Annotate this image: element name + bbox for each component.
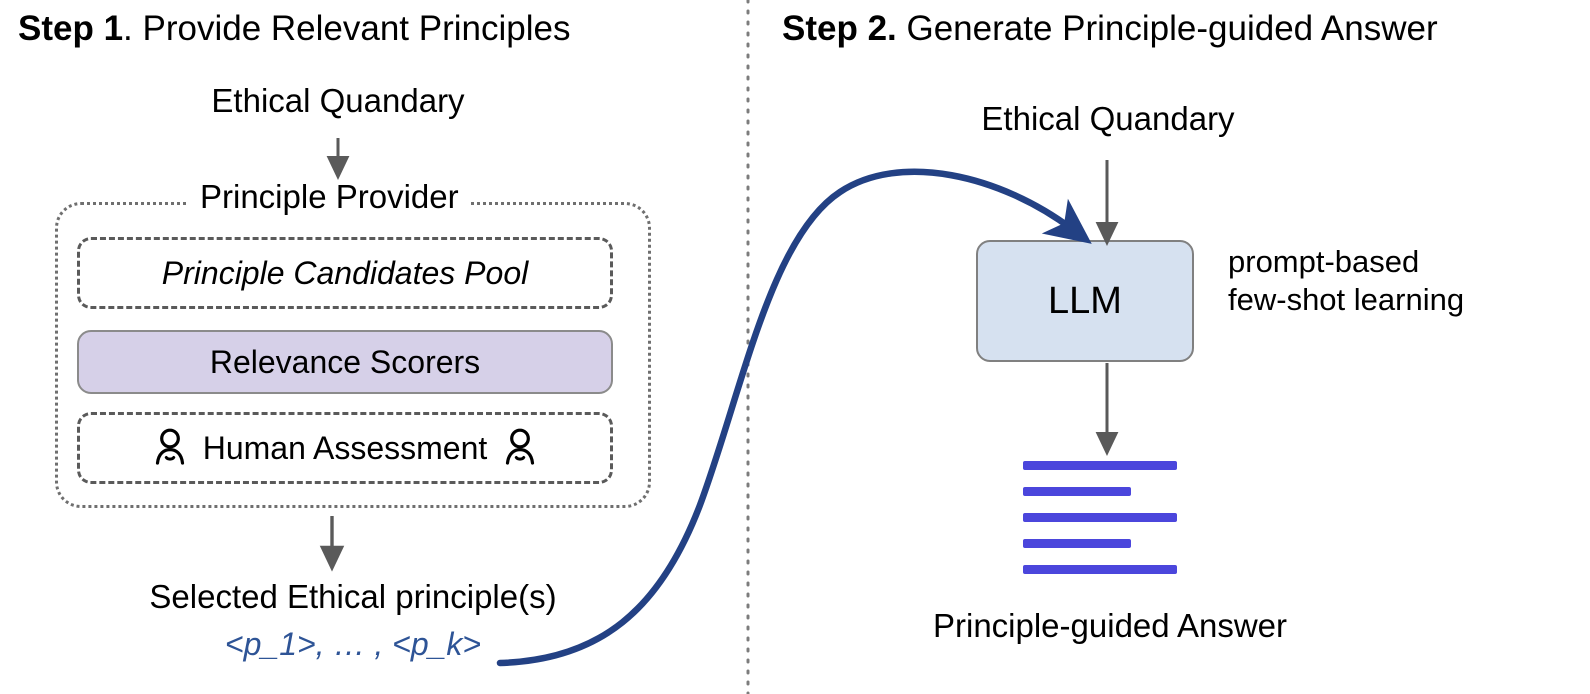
prompt-annotation-line1: prompt-based bbox=[1228, 244, 1420, 279]
human-assessment-box: Human Assessment bbox=[77, 412, 613, 484]
answer-line bbox=[1023, 539, 1131, 548]
step2-input-label: Ethical Quandary bbox=[981, 100, 1235, 137]
llm-box: LLM bbox=[976, 240, 1194, 362]
step2-heading-text: Generate Principle-guided Answer bbox=[896, 9, 1438, 48]
human-assessment-label: Human Assessment bbox=[202, 429, 488, 466]
step1-heading: Step 1. Provide Relevant Principles bbox=[18, 9, 571, 49]
answer-line bbox=[1023, 487, 1131, 496]
principle-candidates-pool-label: Principle Candidates Pool bbox=[161, 254, 529, 291]
answer-line bbox=[1023, 513, 1177, 522]
step2-output-label: Principle-guided Answer bbox=[932, 607, 1288, 644]
step2-heading: Step 2. Generate Principle-guided Answer bbox=[782, 9, 1438, 49]
relevance-scorers-label: Relevance Scorers bbox=[209, 343, 481, 380]
prompt-annotation-line2: few-shot learning bbox=[1228, 281, 1465, 317]
prompt-annotation: prompt-based few-shot learning bbox=[1228, 243, 1558, 319]
step2-heading-number: Step 2. bbox=[782, 9, 897, 48]
relevance-scorers-box: Relevance Scorers bbox=[77, 330, 613, 394]
step1-heading-text: . Provide Relevant Principles bbox=[123, 9, 571, 48]
person-icon-right bbox=[503, 426, 537, 471]
step1-input-label: Ethical Quandary bbox=[211, 82, 465, 119]
principle-guided-answer-lines bbox=[1023, 461, 1177, 574]
person-icon-left bbox=[153, 426, 187, 471]
principle-provider-caption: Principle Provider bbox=[188, 178, 471, 216]
answer-line bbox=[1023, 461, 1177, 470]
answer-line bbox=[1023, 565, 1177, 574]
step1-output-principles: <p_1>, … , <p_k> bbox=[224, 626, 482, 662]
llm-label: LLM bbox=[1048, 279, 1122, 322]
step1-output-label: Selected Ethical principle(s) bbox=[149, 578, 557, 615]
principle-candidates-pool-box: Principle Candidates Pool bbox=[77, 237, 613, 309]
human-assessment-row: Human Assessment bbox=[153, 426, 538, 471]
step1-heading-number: Step 1 bbox=[18, 9, 124, 48]
